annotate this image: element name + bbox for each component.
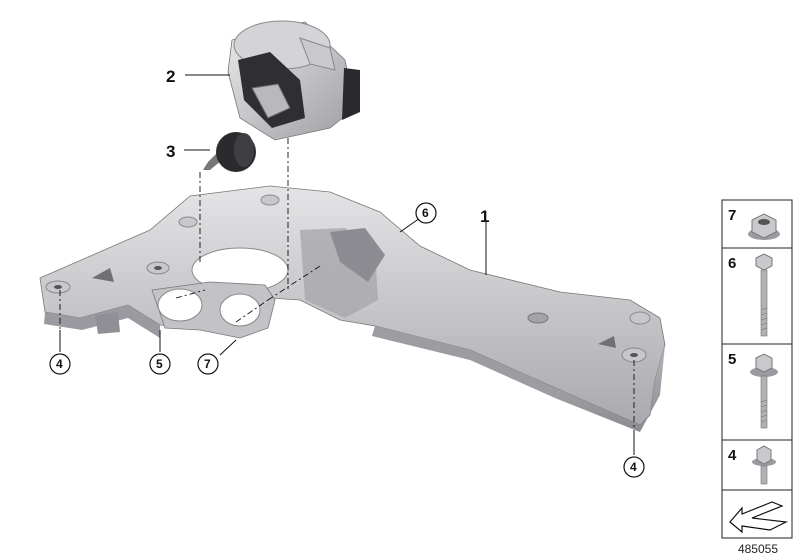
circled-callout-7: 7	[197, 353, 219, 375]
assembly-dash-lines	[59, 138, 635, 430]
diagram-reference-number: 485055	[737, 542, 778, 556]
panel-number-5: 5	[728, 351, 736, 368]
transmission-mount-bracket	[39, 185, 666, 432]
svg-text:4: 4	[56, 357, 63, 371]
circled-callout-5: 5	[149, 353, 171, 375]
fastener-panel: 7 6 5	[721, 199, 793, 539]
circled-callout-6: 6	[415, 202, 437, 224]
rubber-buffer-stop	[203, 132, 256, 172]
hex-flange-nut-icon	[748, 213, 780, 240]
svg-text:5: 5	[156, 357, 163, 371]
callout-2: 2	[166, 67, 175, 86]
arrow-left-icon	[729, 501, 789, 534]
callout-1: 1	[480, 207, 489, 226]
flange-bolt-with-washer-icon	[750, 353, 778, 429]
svg-text:7: 7	[204, 357, 211, 371]
circled-callout-4-left: 4	[49, 353, 71, 375]
svg-text:4: 4	[630, 460, 637, 474]
long-hex-bolt-icon	[755, 253, 773, 337]
panel-number-7: 7	[728, 207, 736, 224]
circled-callout-4-right: 4	[623, 456, 645, 478]
short-collar-screw-icon	[752, 445, 776, 485]
panel-number-6: 6	[728, 255, 736, 272]
svg-text:6: 6	[422, 206, 429, 220]
panel-number-4: 4	[728, 447, 737, 464]
callout-3: 3	[166, 142, 175, 161]
rubber-mount-bushing	[227, 20, 360, 141]
leader-lines	[59, 74, 635, 455]
